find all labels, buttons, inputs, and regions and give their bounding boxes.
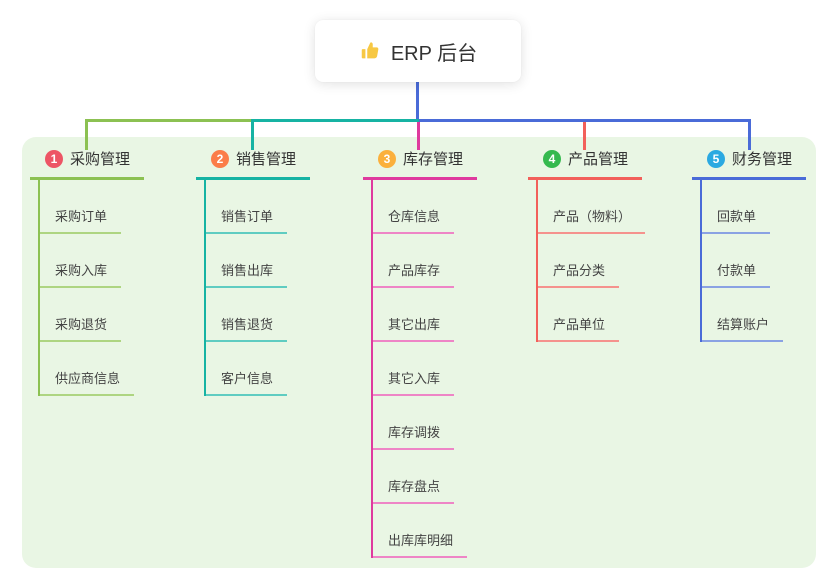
connector-drop-inventory [417,122,420,150]
child-node[interactable]: 库存调拨 [371,422,455,450]
child-node[interactable]: 回款单 [700,206,771,234]
branches-panel [22,137,816,568]
branch-child-connector [371,180,373,558]
branch-product: 4 产品管理 产品（物料） 产品分类 产品单位 [528,148,646,342]
child-node[interactable]: 结算账户 [700,314,784,342]
connector-drop-purchase [85,119,88,150]
root-label: ERP 后台 [390,42,478,65]
branch-header-purchase[interactable]: 1 采购管理 [30,148,144,180]
child-node[interactable]: 出库库明细 [371,530,468,558]
branch-title: 财务管理 [732,151,793,168]
child-node[interactable]: 客户信息 [204,368,288,396]
child-node[interactable]: 采购退货 [38,314,122,342]
child-node[interactable]: 产品库存 [371,260,455,288]
connector-root-vertical [416,82,419,120]
connector-drop-sales [251,119,254,150]
branch-children: 销售订单 销售出库 销售退货 客户信息 [196,180,310,396]
branch-child-connector [204,180,206,396]
branch-children: 回款单 付款单 结算账户 [692,180,806,342]
branch-children: 仓库信息 产品库存 其它出库 其它入库 库存调拨 库存盘点 出库库明细 [363,180,477,558]
root-node[interactable]: ERP 后台 [315,20,521,82]
child-node[interactable]: 销售退货 [204,314,288,342]
branch-inventory: 3 库存管理 仓库信息 产品库存 其它出库 其它入库 库存调拨 库存盘点 出库库… [363,148,477,558]
branch-header-sales[interactable]: 2 销售管理 [196,148,310,180]
connector-horizontal-mid [253,119,419,122]
branch-number-badge: 5 [707,149,725,168]
thumbs-up-icon [359,40,381,62]
child-node[interactable]: 其它入库 [371,368,455,396]
child-node[interactable]: 销售出库 [204,260,288,288]
child-node[interactable]: 采购订单 [38,206,122,234]
branch-child-connector [700,180,702,342]
connector-horizontal-left [85,119,253,122]
child-node[interactable]: 产品（物料） [536,206,646,234]
branch-header-finance[interactable]: 5 财务管理 [692,148,806,180]
branch-number-badge: 3 [378,149,396,168]
branch-sales: 2 销售管理 销售订单 销售出库 销售退货 客户信息 [196,148,310,396]
child-node[interactable]: 产品分类 [536,260,620,288]
branch-title: 产品管理 [568,151,629,168]
child-node[interactable]: 采购入库 [38,260,122,288]
child-node[interactable]: 销售订单 [204,206,288,234]
connector-horizontal-right [419,119,751,122]
branch-children: 产品（物料） 产品分类 产品单位 [528,180,646,342]
child-node[interactable]: 其它出库 [371,314,455,342]
connector-drop-finance [748,119,751,150]
child-node[interactable]: 仓库信息 [371,206,455,234]
branch-number-badge: 1 [45,149,63,168]
child-node[interactable]: 库存盘点 [371,476,455,504]
branch-children: 采购订单 采购入库 采购退货 供应商信息 [30,180,144,396]
branch-number-badge: 2 [211,149,229,168]
child-node[interactable]: 付款单 [700,260,771,288]
branch-child-connector [38,180,40,396]
branch-header-inventory[interactable]: 3 库存管理 [363,148,477,180]
connector-drop-product [583,122,586,150]
branch-title: 采购管理 [70,151,131,168]
branch-header-product[interactable]: 4 产品管理 [528,148,642,180]
branch-number-badge: 4 [543,149,561,168]
child-node[interactable]: 供应商信息 [38,368,135,396]
branch-child-connector [536,180,538,342]
branch-purchase: 1 采购管理 采购订单 采购入库 采购退货 供应商信息 [30,148,144,396]
branch-title: 销售管理 [236,151,297,168]
branch-title: 库存管理 [403,151,464,168]
branch-finance: 5 财务管理 回款单 付款单 结算账户 [692,148,806,342]
child-node[interactable]: 产品单位 [536,314,620,342]
